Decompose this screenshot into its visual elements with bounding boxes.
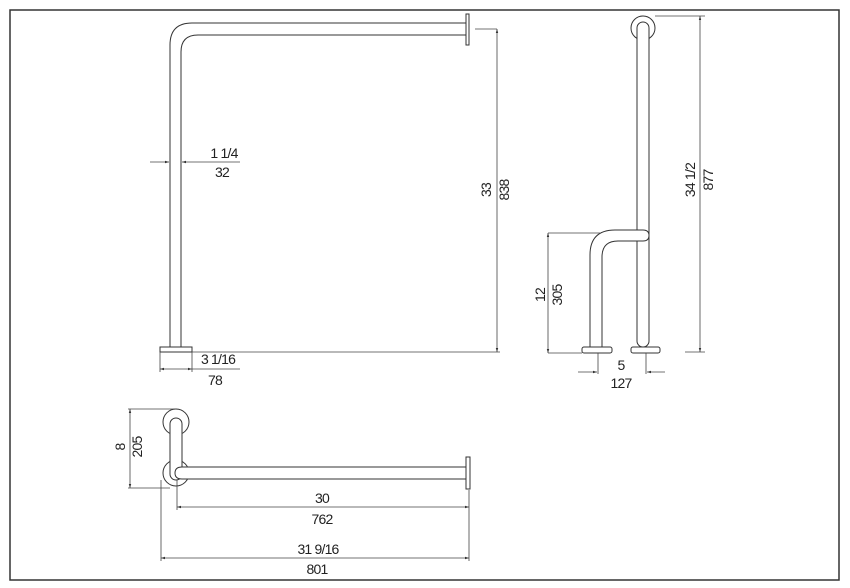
- offset-mm: 127: [611, 375, 633, 391]
- overall-length-inch: 31 9/16: [297, 541, 339, 557]
- overall-length-mm: 801: [307, 561, 329, 577]
- top-view: 8 205 30 762 31 9/16 801: [112, 408, 471, 577]
- wall-flange-top: [465, 456, 471, 490]
- depth-mm: 205: [129, 436, 145, 458]
- flange-inch: 3 1/16: [201, 351, 236, 367]
- grab-bar-outer-edge: [169, 22, 466, 347]
- lower-bar: [589, 229, 650, 348]
- total-height-inch: 34 1/2: [682, 162, 698, 197]
- side-view: 12 305 34 1/2 877 5 127: [532, 15, 716, 391]
- wall-flange: [465, 13, 470, 46]
- tube-diameter-mm: 32: [215, 164, 230, 180]
- height-inch: 33: [478, 182, 494, 197]
- front-view: 1 1/4 32 33 838 3 1/16 78: [150, 13, 512, 388]
- vertical-tube: [636, 21, 650, 348]
- total-height-mm: 877: [700, 169, 716, 191]
- vertical-tube-top: [169, 417, 183, 481]
- horizontal-arm: [174, 466, 467, 480]
- lower-height-mm: 305: [549, 284, 565, 306]
- arm-length-mm: 762: [312, 511, 334, 527]
- floor-flange-back: [630, 346, 661, 354]
- offset-inch: 5: [618, 357, 626, 373]
- floor-flange-front: [581, 346, 613, 354]
- tube-diameter-inch: 1 1/4: [210, 145, 238, 161]
- floor-flange: [159, 346, 193, 353]
- flange-mm: 78: [208, 372, 223, 388]
- grab-bar-inner-edge: [180, 34, 466, 347]
- height-mm: 838: [496, 179, 512, 201]
- lower-height-inch: 12: [532, 287, 548, 302]
- arm-length-inch: 30: [315, 490, 330, 506]
- depth-inch: 8: [112, 443, 128, 451]
- drawing-frame: [9, 9, 840, 581]
